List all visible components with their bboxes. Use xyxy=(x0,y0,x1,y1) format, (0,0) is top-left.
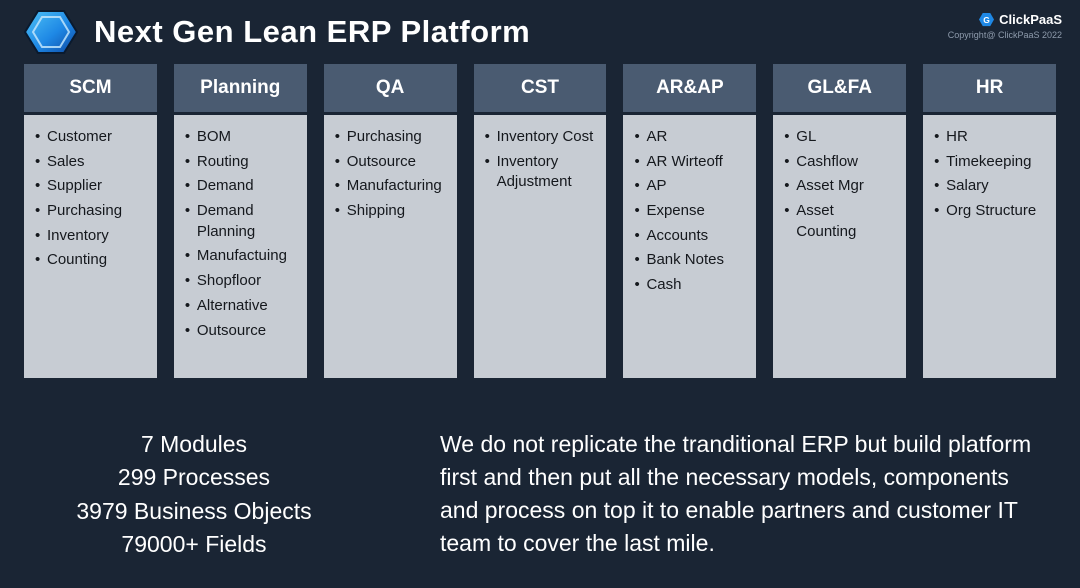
module-header-label: Planning xyxy=(200,77,281,98)
module-body: CustomerSalesSupplierPurchasingInventory… xyxy=(24,115,157,378)
module-item-list: HR TimekeepingSalaryOrg Structure xyxy=(933,127,1046,222)
module-item: GL xyxy=(783,127,896,148)
module-item: Inventory Cost xyxy=(484,127,597,148)
module-column: SCM CustomerSalesSupplierPurchasingInven… xyxy=(24,64,157,378)
module-body: BOM RoutingDemandDemand PlanningManufactu… xyxy=(173,115,307,378)
module-item: Routing xyxy=(184,152,297,173)
brand-name: ClickPaaS xyxy=(999,12,1062,27)
module-body: HR TimekeepingSalaryOrg Structure xyxy=(923,115,1057,378)
brand-block: G ClickPaaS Copyright@ ClickPaaS 2022 xyxy=(948,12,1062,40)
module-item-list: BOM RoutingDemandDemand PlanningManufactu… xyxy=(184,127,297,341)
module-item: Manufacturing xyxy=(334,176,447,197)
module-item: Demand Planning xyxy=(184,201,297,242)
module-item: Sales xyxy=(34,152,147,173)
module-item: Expense xyxy=(633,201,746,222)
module-body: GL CashflowAsset MgrAsset Counting xyxy=(773,115,907,378)
module-item: Shopfloor xyxy=(184,271,297,292)
module-item-list: Inventory CostInventory Adjustment xyxy=(484,127,597,193)
module-column: CST Inventory CostInventory Adjustment xyxy=(473,64,607,378)
module-column: HR HR TimekeepingSalaryOrg Structure xyxy=(923,64,1057,378)
module-header-label: HR xyxy=(975,77,1004,98)
module-item: AR Wirteoff xyxy=(633,152,746,173)
module-header: HR xyxy=(923,64,1057,112)
module-item: Manufactuing xyxy=(184,246,297,267)
bottom-section: 7 Modules 299 Processes 3979 Business Obje… xyxy=(0,378,1080,561)
module-header: Planning xyxy=(173,64,307,112)
module-column: QA PurchasingOutsourceManufacturingShipp… xyxy=(323,64,457,378)
module-item: Org Structure xyxy=(933,201,1046,222)
modules-row: SCM CustomerSalesSupplierPurchasingInven… xyxy=(0,56,1080,378)
module-item: Outsource xyxy=(184,321,297,342)
module-item: AP xyxy=(633,176,746,197)
module-item: Alternative xyxy=(184,296,297,317)
module-item: Customer xyxy=(34,127,147,148)
module-column: AR&AP AR AR WirteoffAP ExpenseAccountsBank… xyxy=(623,64,757,378)
module-header-label: CST xyxy=(521,77,559,98)
module-item: Demand xyxy=(184,176,297,197)
module-item: Cashflow xyxy=(783,152,896,173)
module-item-list: AR AR WirteoffAP ExpenseAccountsBank Notes… xyxy=(633,127,746,296)
module-item: AR xyxy=(633,127,746,148)
module-header: GL&FA xyxy=(773,64,907,112)
clickpaas-logo-icon: G xyxy=(979,12,995,27)
module-item: Inventory Adjustment xyxy=(484,152,597,193)
module-item: Supplier xyxy=(34,176,147,197)
stats-block: 7 Modules 299 Processes 3979 Business Obje… xyxy=(24,428,364,561)
module-body: Inventory CostInventory Adjustment xyxy=(473,115,607,378)
module-item: Asset Mgr xyxy=(783,176,896,197)
module-item: Shipping xyxy=(334,201,447,222)
stat-line: 299 Processes xyxy=(117,464,271,491)
module-item: Inventory xyxy=(34,226,147,247)
page-title: Next Gen Lean ERP Platform xyxy=(94,14,531,49)
module-item-list: PurchasingOutsourceManufacturingShipping xyxy=(334,127,447,222)
module-header-label: GL&FA xyxy=(807,77,872,98)
module-item: Purchasing xyxy=(34,201,147,222)
description-text: We do not replicate the tranditional ERP… xyxy=(440,431,1032,556)
module-item: Timekeeping xyxy=(933,152,1046,173)
top-header: Next Gen Lean ERP Platform xyxy=(0,0,1080,56)
module-item: BOM xyxy=(184,127,297,148)
module-column: GL&FA GL CashflowAsset MgrAsset Counting xyxy=(773,64,907,378)
svg-text:G: G xyxy=(983,15,990,25)
stat-line: 79000+ Fields xyxy=(121,531,267,558)
stat-line: 7 Modules xyxy=(140,431,248,457)
stat-line: 3979 Business Objects xyxy=(76,497,312,524)
module-header-label: AR&AP xyxy=(656,77,724,98)
module-item: Outsource xyxy=(334,152,447,173)
module-item: Asset Counting xyxy=(783,201,896,242)
module-item: Accounts xyxy=(633,226,746,247)
module-item: Counting xyxy=(34,250,147,271)
module-item: Bank Notes xyxy=(633,250,746,271)
module-header-label: SCM xyxy=(69,77,112,98)
module-body: AR AR WirteoffAP ExpenseAccountsBank Notes… xyxy=(623,115,757,378)
module-item: Cash xyxy=(633,275,746,296)
module-header: CST xyxy=(473,64,607,112)
module-header: AR&AP xyxy=(623,64,757,112)
module-body: PurchasingOutsourceManufacturingShipping xyxy=(323,115,457,378)
module-item-list: GL CashflowAsset MgrAsset Counting xyxy=(783,127,896,242)
module-item: Salary xyxy=(933,176,1046,197)
module-item: HR xyxy=(933,127,1046,148)
module-column: Planning BOM RoutingDemandDemand Planning… xyxy=(173,64,307,378)
brand-copyright: Copyright@ ClickPaaS 2022 xyxy=(947,30,1062,40)
module-header-label: QA xyxy=(375,77,405,98)
module-item: Purchasing xyxy=(334,127,447,148)
module-header: SCM xyxy=(24,64,157,112)
module-header: QA xyxy=(323,64,457,112)
module-item-list: CustomerSalesSupplierPurchasingInventory… xyxy=(34,127,147,271)
hexagon-logo-icon xyxy=(24,10,78,54)
